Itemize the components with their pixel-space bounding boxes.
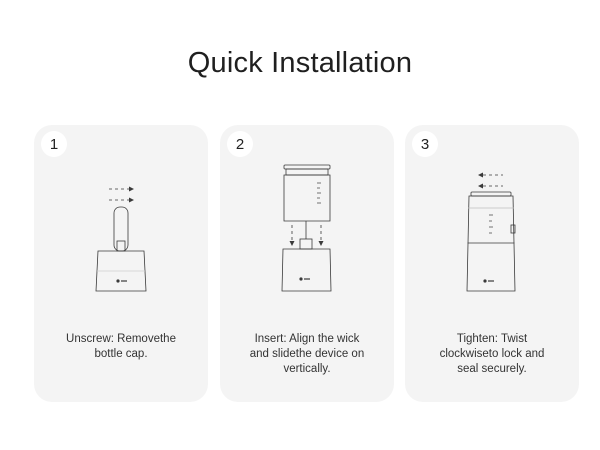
brand-logo-icon (483, 279, 494, 283)
arrow-right-icon (109, 186, 134, 203)
step-number-badge: 1 (41, 131, 67, 157)
arrow-down-icon (289, 225, 324, 246)
step-card-3: 3 (405, 125, 579, 402)
brand-logo-icon (299, 277, 310, 281)
insert-illustration (281, 164, 332, 292)
step-card-2: 2 (220, 125, 394, 402)
page-title: Quick Installation (187, 47, 413, 79)
step-number-badge: 3 (412, 131, 438, 157)
step-caption: Tighten: Twist clockwiseto lock and seal… (439, 333, 545, 375)
step-card-1: 1 Unscrew: Removethe bottle cap. (34, 125, 208, 402)
unscrew-illustration (95, 186, 147, 292)
brand-logo-icon (116, 279, 127, 283)
step-number-badge: 2 (227, 131, 253, 157)
step-caption: Unscrew: Removethe bottle cap. (66, 333, 176, 360)
tighten-illustration (466, 172, 516, 292)
step-caption: Insert: Align the wick and slidethe devi… (249, 333, 365, 375)
arrow-left-icon (478, 172, 503, 189)
